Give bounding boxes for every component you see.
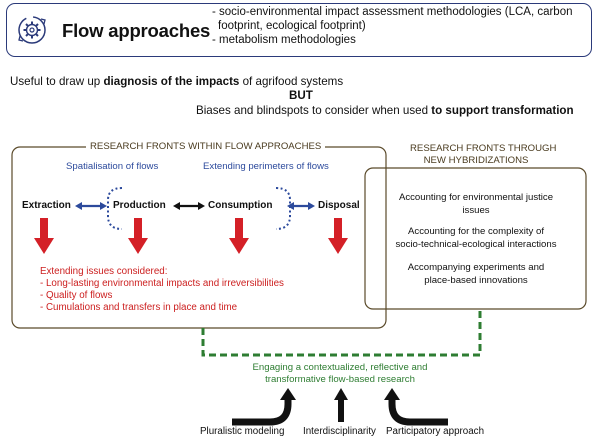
red-arrow-extraction	[34, 218, 54, 254]
intro-line-3: Biases and blindspots to consider when u…	[196, 104, 574, 117]
spatialisation-label: Spatialisation of flows	[66, 161, 159, 172]
intro-line-1: Useful to draw up diagnosis of the impac…	[10, 75, 343, 88]
right-item-3-line-2: place-based innovations	[424, 274, 528, 286]
header-line-3: - metabolism methodologies	[212, 34, 356, 46]
green-dashed-connector	[201, 309, 482, 357]
right-item-3: Accompanying experiments and place-based…	[376, 262, 576, 287]
intro-line-3-bold: to support transformation	[431, 104, 574, 117]
right-item-1-line-1: Accounting for environmental justice	[398, 192, 554, 203]
stage-production: Production	[113, 200, 166, 211]
header-box	[6, 3, 592, 57]
engaging-text: Engaging a contextualized, reflective an…	[230, 362, 450, 386]
extending-perimeters-label: Extending perimeters of flows	[203, 161, 329, 172]
arrow-extraction-production	[75, 202, 107, 210]
arrow-interdisciplinarity	[334, 388, 348, 422]
intro-but: BUT	[289, 89, 313, 102]
issue-1: - Long-lasting environmental impacts and…	[40, 278, 284, 289]
right-item-1-line-2: issues	[462, 204, 490, 216]
right-item-2-line-1: Accounting for the complexity of	[408, 226, 544, 237]
intro-line-1-suffix: of agrifood systems	[239, 75, 344, 88]
label-participatory-approach: Participatory approach	[386, 426, 485, 437]
stage-disposal: Disposal	[318, 200, 360, 211]
consumption-bracket	[275, 187, 291, 230]
label-pluralistic-modeling: Pluralistic modeling	[200, 426, 285, 437]
stage-extraction: Extraction	[22, 200, 71, 211]
right-item-1: Accounting for environmental justice iss…	[376, 192, 576, 217]
issue-2: - Quality of flows	[40, 290, 113, 301]
issues-title: Extending issues considered:	[40, 266, 168, 277]
right-frame-title-line-2: NEW HYBRIDIZATIONS	[423, 155, 529, 166]
issue-3: - Cumulations and transfers in place and…	[40, 302, 238, 313]
arrow-consumption-disposal	[287, 202, 315, 210]
intro-line-1-prefix: Useful to draw up	[10, 75, 104, 88]
right-item-2: Accounting for the complexity of socio-t…	[376, 226, 576, 251]
intro-line-1-bold: diagnosis of the impacts	[103, 75, 240, 88]
gear-cycle-icon	[18, 16, 46, 44]
right-item-3-line-1: Accompanying experiments and	[407, 262, 545, 273]
red-arrow-production	[128, 218, 148, 254]
production-bracket	[107, 187, 123, 230]
engaging-line-1: Engaging a contextualized, reflective an…	[252, 362, 428, 373]
intro-line-3-prefix: Biases and blindspots to consider when u…	[196, 104, 432, 117]
red-arrow-consumption	[229, 218, 249, 254]
right-item-2-line-2: socio-technical-ecological interactions	[395, 238, 557, 250]
header-line-2: footprint, ecological footprint)	[218, 20, 366, 32]
left-frame-title: RESEARCH FRONTS WITHIN FLOW APPROACHES	[86, 141, 326, 153]
arrow-participatory-approach	[384, 388, 448, 426]
stage-consumption: Consumption	[208, 200, 273, 211]
right-frame	[364, 167, 587, 310]
engaging-line-2: transformative flow-based research	[265, 374, 415, 385]
right-frame-title-line-1: RESEARCH FRONTS THROUGH	[410, 143, 557, 154]
arrow-pluralistic-modeling	[232, 388, 296, 426]
label-interdisciplinarity: Interdisciplinarity	[303, 426, 376, 437]
red-arrow-disposal	[328, 218, 348, 254]
right-frame-title: RESEARCH FRONTS THROUGH NEW HYBRIDIZATIO…	[410, 143, 557, 167]
header-line-1: - socio-environmental impact assessment …	[212, 6, 573, 18]
header-title: Flow approaches	[62, 20, 211, 41]
arrow-production-consumption	[173, 202, 205, 210]
